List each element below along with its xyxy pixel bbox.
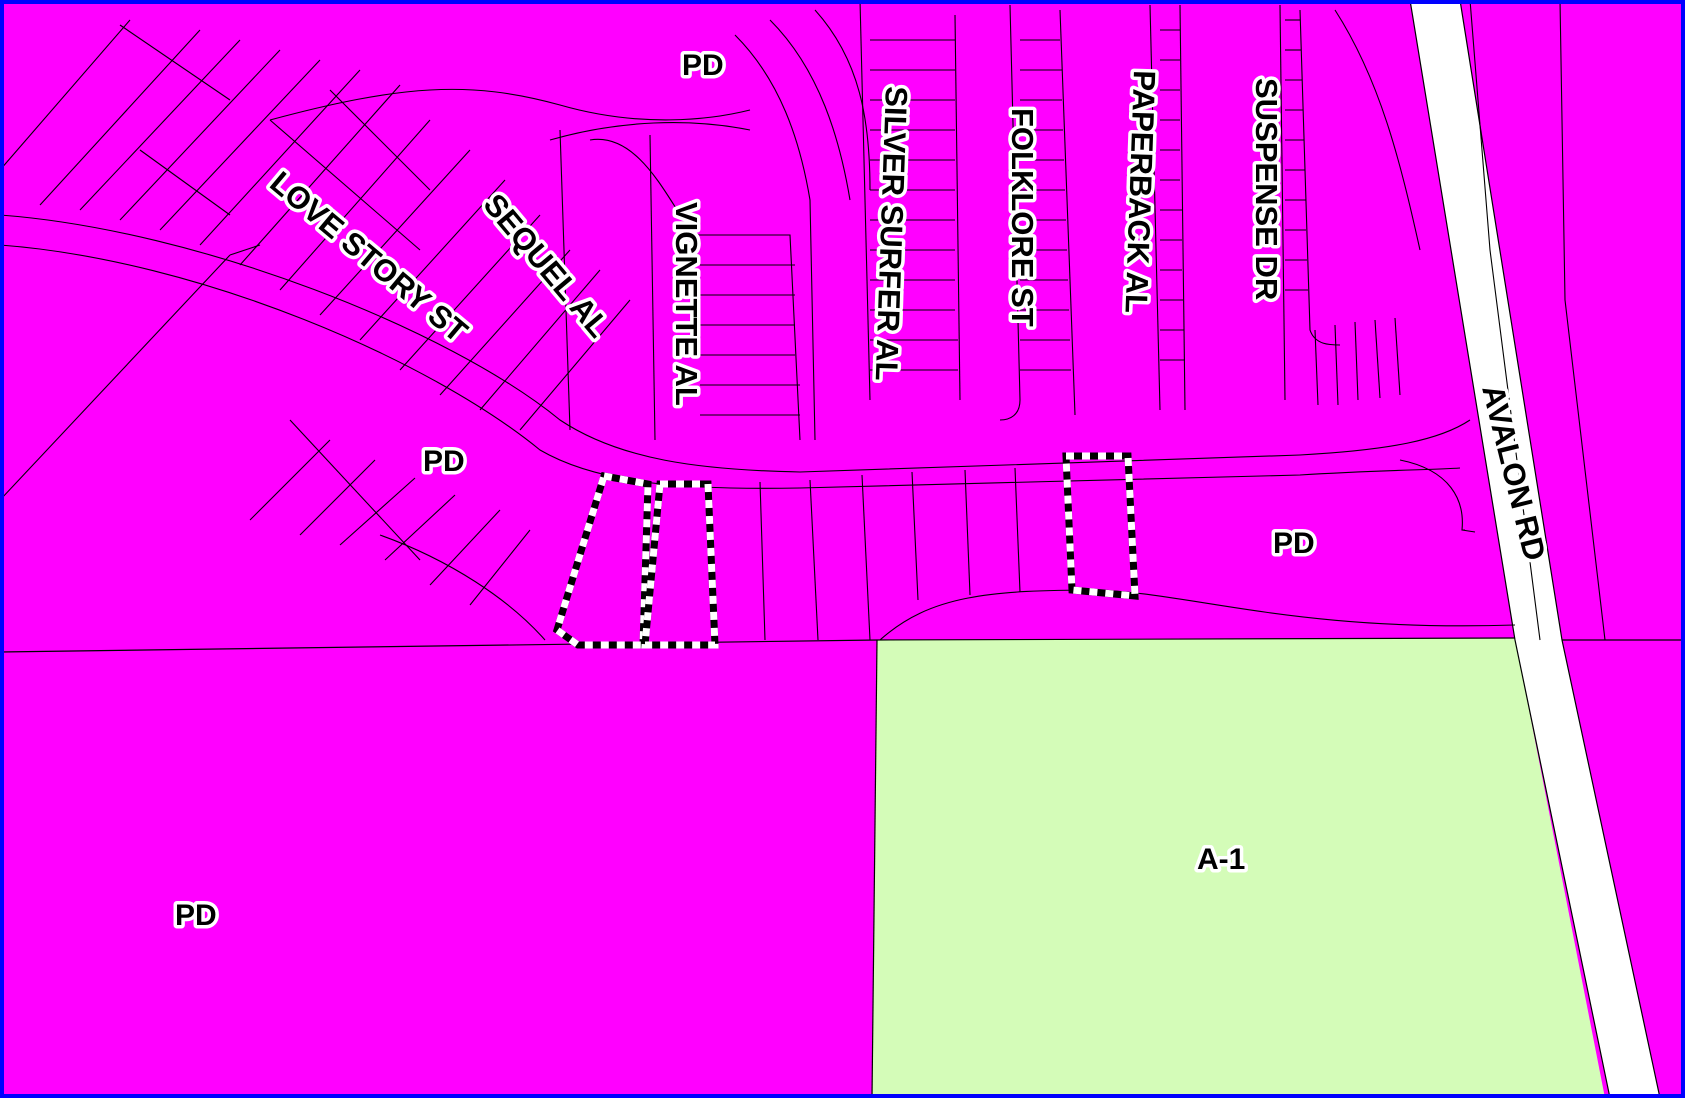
zone-label-a1: A-1 [1197,843,1245,876]
highlighted-parcel-west [552,471,652,649]
zone-labels: PD PD PD PD A-1 [172,46,1319,936]
highlighted-parcels [552,452,1139,649]
zone-label-pd-right: PD [1273,527,1315,560]
zone-label-pd-bottom: PD [175,899,217,932]
street-label-paperback-al: PAPERBACK AL [1119,70,1162,314]
street-label-suspense-dr: SUSPENSE DR [1249,78,1284,300]
parcel-lines [0,0,1606,641]
street-label-vignette-al: VIGNETTE AL [669,202,704,406]
highlighted-parcel-east [1062,452,1139,600]
highlighted-parcel-center [641,480,719,649]
street-label-folklore-st: FOLKLORE ST [1005,108,1040,327]
zone-label-pd-mid: PD [423,445,465,478]
zone-label-pd-top: PD [682,49,724,82]
avalon-road [1409,0,1661,1098]
zone-boundaries [0,637,1685,1098]
a1-zone-area [872,638,1605,1098]
